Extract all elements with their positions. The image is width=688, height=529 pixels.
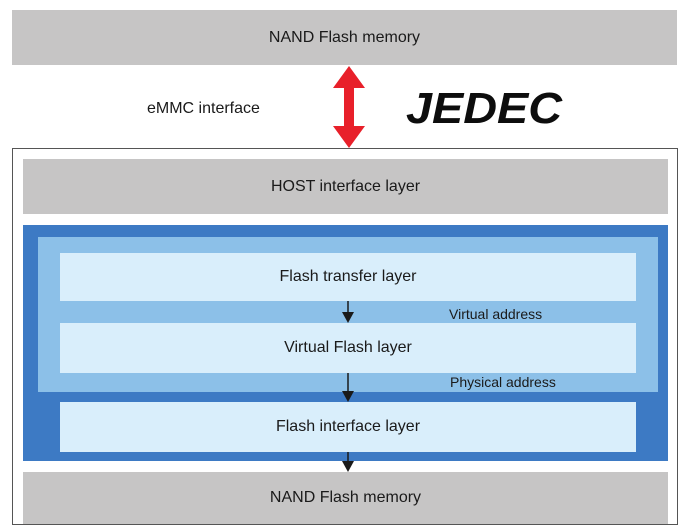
flash-interface-layer: Flash interface layer (60, 402, 636, 452)
top-nand-flash-block: NAND Flash memory (12, 10, 677, 65)
virtual-flash-label: Virtual Flash layer (284, 339, 412, 356)
down-arrow-icon (342, 301, 354, 323)
virtual-flash-layer: Virtual Flash layer (60, 323, 636, 373)
emmc-interface-label: eMMC interface (147, 100, 260, 117)
down-arrow-icon (342, 452, 354, 472)
flash-transfer-label: Flash transfer layer (279, 268, 417, 285)
physical-address-label: Physical address (450, 374, 556, 390)
top-nand-flash-label: NAND Flash memory (268, 28, 421, 46)
emmc-double-arrow-icon (333, 66, 365, 148)
host-interface-layer: HOST interface layer (23, 159, 668, 214)
flash-transfer-layer: Flash transfer layer (60, 253, 636, 301)
host-interface-label: HOST interface layer (270, 177, 421, 195)
down-arrow-icon (342, 373, 354, 402)
bottom-nand-flash-label: NAND Flash memory (269, 489, 422, 506)
jedec-logo: JEDEC (406, 84, 563, 133)
svg-text:JEDEC: JEDEC (406, 84, 563, 133)
bottom-nand-flash-block: NAND Flash memory (23, 472, 668, 524)
flash-interface-label: Flash interface layer (275, 418, 421, 435)
virtual-address-label: Virtual address (449, 306, 543, 322)
